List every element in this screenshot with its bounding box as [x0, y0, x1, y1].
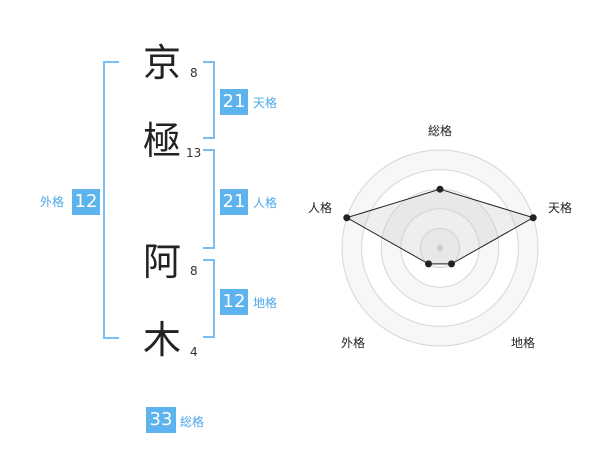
- ten-value: 21: [220, 89, 248, 115]
- radar-label-sou: 総格: [428, 124, 453, 138]
- radar-point-sou: [436, 185, 444, 193]
- name-char-2: 極: [142, 119, 181, 163]
- radar-label-jin: 人格: [308, 201, 333, 215]
- radar-label-ten: 天格: [548, 201, 573, 215]
- stroke-count-2: 13: [186, 146, 202, 160]
- gai-value: 12: [72, 189, 100, 215]
- jin-label: 人格: [253, 196, 278, 210]
- radar-point-ten: [529, 214, 537, 222]
- chi-label: 地格: [253, 296, 278, 310]
- gai-bracket: [103, 61, 119, 339]
- jin-value: 21: [220, 189, 248, 215]
- radar-label-gai: 外格: [341, 336, 366, 350]
- stroke-count-4: 4: [190, 345, 198, 359]
- gai-label: 外格: [40, 195, 65, 209]
- ten-bracket: [203, 61, 215, 139]
- stroke-count-3: 8: [190, 264, 198, 278]
- chi-value: 12: [220, 289, 248, 315]
- radar-label-chi: 地格: [511, 336, 536, 350]
- radar-point-chi: [448, 260, 456, 268]
- chi-bracket: [203, 259, 215, 338]
- radar-points: [343, 185, 537, 268]
- name-char-4: 木: [142, 318, 181, 362]
- radar-polygon: [345, 188, 535, 265]
- radar-point-jin: [343, 214, 351, 222]
- ten-label: 天格: [253, 96, 278, 110]
- name-char-1: 京: [142, 41, 181, 85]
- radar-center-dot: [437, 245, 443, 251]
- jin-bracket: [203, 149, 215, 249]
- sou-value: 33: [146, 407, 176, 433]
- sou-label: 総格: [180, 415, 205, 429]
- radar-point-gai: [424, 260, 432, 268]
- stroke-count-1: 8: [190, 66, 198, 80]
- name-char-3: 阿: [142, 240, 181, 284]
